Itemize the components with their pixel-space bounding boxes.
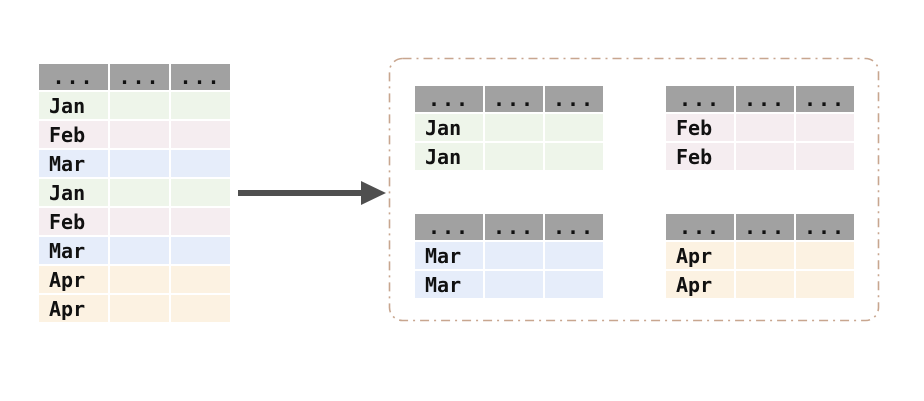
empty-cell (110, 121, 169, 148)
source-row: Jan (39, 92, 230, 119)
empty-cell (171, 237, 230, 264)
header-cell: ... (666, 86, 734, 112)
source-row: Jan (39, 179, 230, 206)
header-cell: ... (666, 214, 734, 240)
empty-cell (736, 114, 794, 141)
header-cell: ... (39, 64, 108, 90)
header-cell: ... (415, 86, 483, 112)
month-cell: Apr (39, 295, 108, 322)
month-cell: Mar (39, 237, 108, 264)
empty-cell (171, 150, 230, 177)
empty-cell (171, 266, 230, 293)
empty-cell (545, 242, 603, 269)
header-cell: ... (485, 214, 543, 240)
group-row: Feb (666, 114, 854, 141)
group-header-row: ... ... ... (415, 214, 603, 240)
month-cell: Mar (415, 242, 483, 269)
empty-cell (171, 295, 230, 322)
empty-cell (110, 150, 169, 177)
empty-cell (796, 114, 854, 141)
split-arrow-icon (238, 181, 386, 205)
source-row: Mar (39, 150, 230, 177)
empty-cell (110, 295, 169, 322)
month-cell: Mar (39, 150, 108, 177)
source-table: ... ... ... Jan Feb Mar Jan (37, 62, 232, 324)
group-row: Mar (415, 242, 603, 269)
month-cell: Apr (39, 266, 108, 293)
groups-panel-border (388, 57, 880, 322)
header-cell: ... (110, 64, 169, 90)
month-cell: Apr (666, 271, 734, 298)
empty-cell (485, 271, 543, 298)
empty-cell (485, 114, 543, 141)
empty-cell (736, 271, 794, 298)
empty-cell (796, 242, 854, 269)
source-row: Feb (39, 208, 230, 235)
source-row: Apr (39, 295, 230, 322)
header-cell: ... (736, 214, 794, 240)
group-row: Jan (415, 114, 603, 141)
empty-cell (485, 242, 543, 269)
month-cell: Jan (39, 179, 108, 206)
source-row: Mar (39, 237, 230, 264)
month-cell: Feb (39, 208, 108, 235)
group-row: Apr (666, 271, 854, 298)
group-table-apr: ... ... ... Apr Apr (664, 212, 856, 300)
group-row: Feb (666, 143, 854, 170)
group-table-jan: ... ... ... Jan Jan (413, 84, 605, 172)
header-cell: ... (415, 214, 483, 240)
header-cell: ... (545, 214, 603, 240)
group-row: Jan (415, 143, 603, 170)
header-cell: ... (796, 86, 854, 112)
empty-cell (171, 121, 230, 148)
empty-cell (545, 143, 603, 170)
empty-cell (110, 179, 169, 206)
group-header-row: ... ... ... (415, 86, 603, 112)
month-cell: Feb (39, 121, 108, 148)
empty-cell (110, 208, 169, 235)
group-table-mar: ... ... ... Mar Mar (413, 212, 605, 300)
group-row: Apr (666, 242, 854, 269)
empty-cell (110, 92, 169, 119)
empty-cell (736, 143, 794, 170)
empty-cell (110, 237, 169, 264)
month-cell: Feb (666, 143, 734, 170)
group-header-row: ... ... ... (666, 86, 854, 112)
empty-cell (796, 271, 854, 298)
group-header-row: ... ... ... (666, 214, 854, 240)
month-cell: Jan (39, 92, 108, 119)
group-table-feb: ... ... ... Feb Feb (664, 84, 856, 172)
empty-cell (171, 208, 230, 235)
source-row: Apr (39, 266, 230, 293)
source-row: Feb (39, 121, 230, 148)
month-cell: Mar (415, 271, 483, 298)
month-cell: Jan (415, 143, 483, 170)
empty-cell (171, 92, 230, 119)
header-cell: ... (545, 86, 603, 112)
empty-cell (796, 143, 854, 170)
empty-cell (545, 114, 603, 141)
header-cell: ... (796, 214, 854, 240)
group-row: Mar (415, 271, 603, 298)
empty-cell (485, 143, 543, 170)
source-header-row: ... ... ... (39, 64, 230, 90)
empty-cell (545, 271, 603, 298)
header-cell: ... (171, 64, 230, 90)
empty-cell (110, 266, 169, 293)
month-cell: Apr (666, 242, 734, 269)
empty-cell (171, 179, 230, 206)
month-cell: Feb (666, 114, 734, 141)
month-cell: Jan (415, 114, 483, 141)
header-cell: ... (736, 86, 794, 112)
empty-cell (736, 242, 794, 269)
header-cell: ... (485, 86, 543, 112)
